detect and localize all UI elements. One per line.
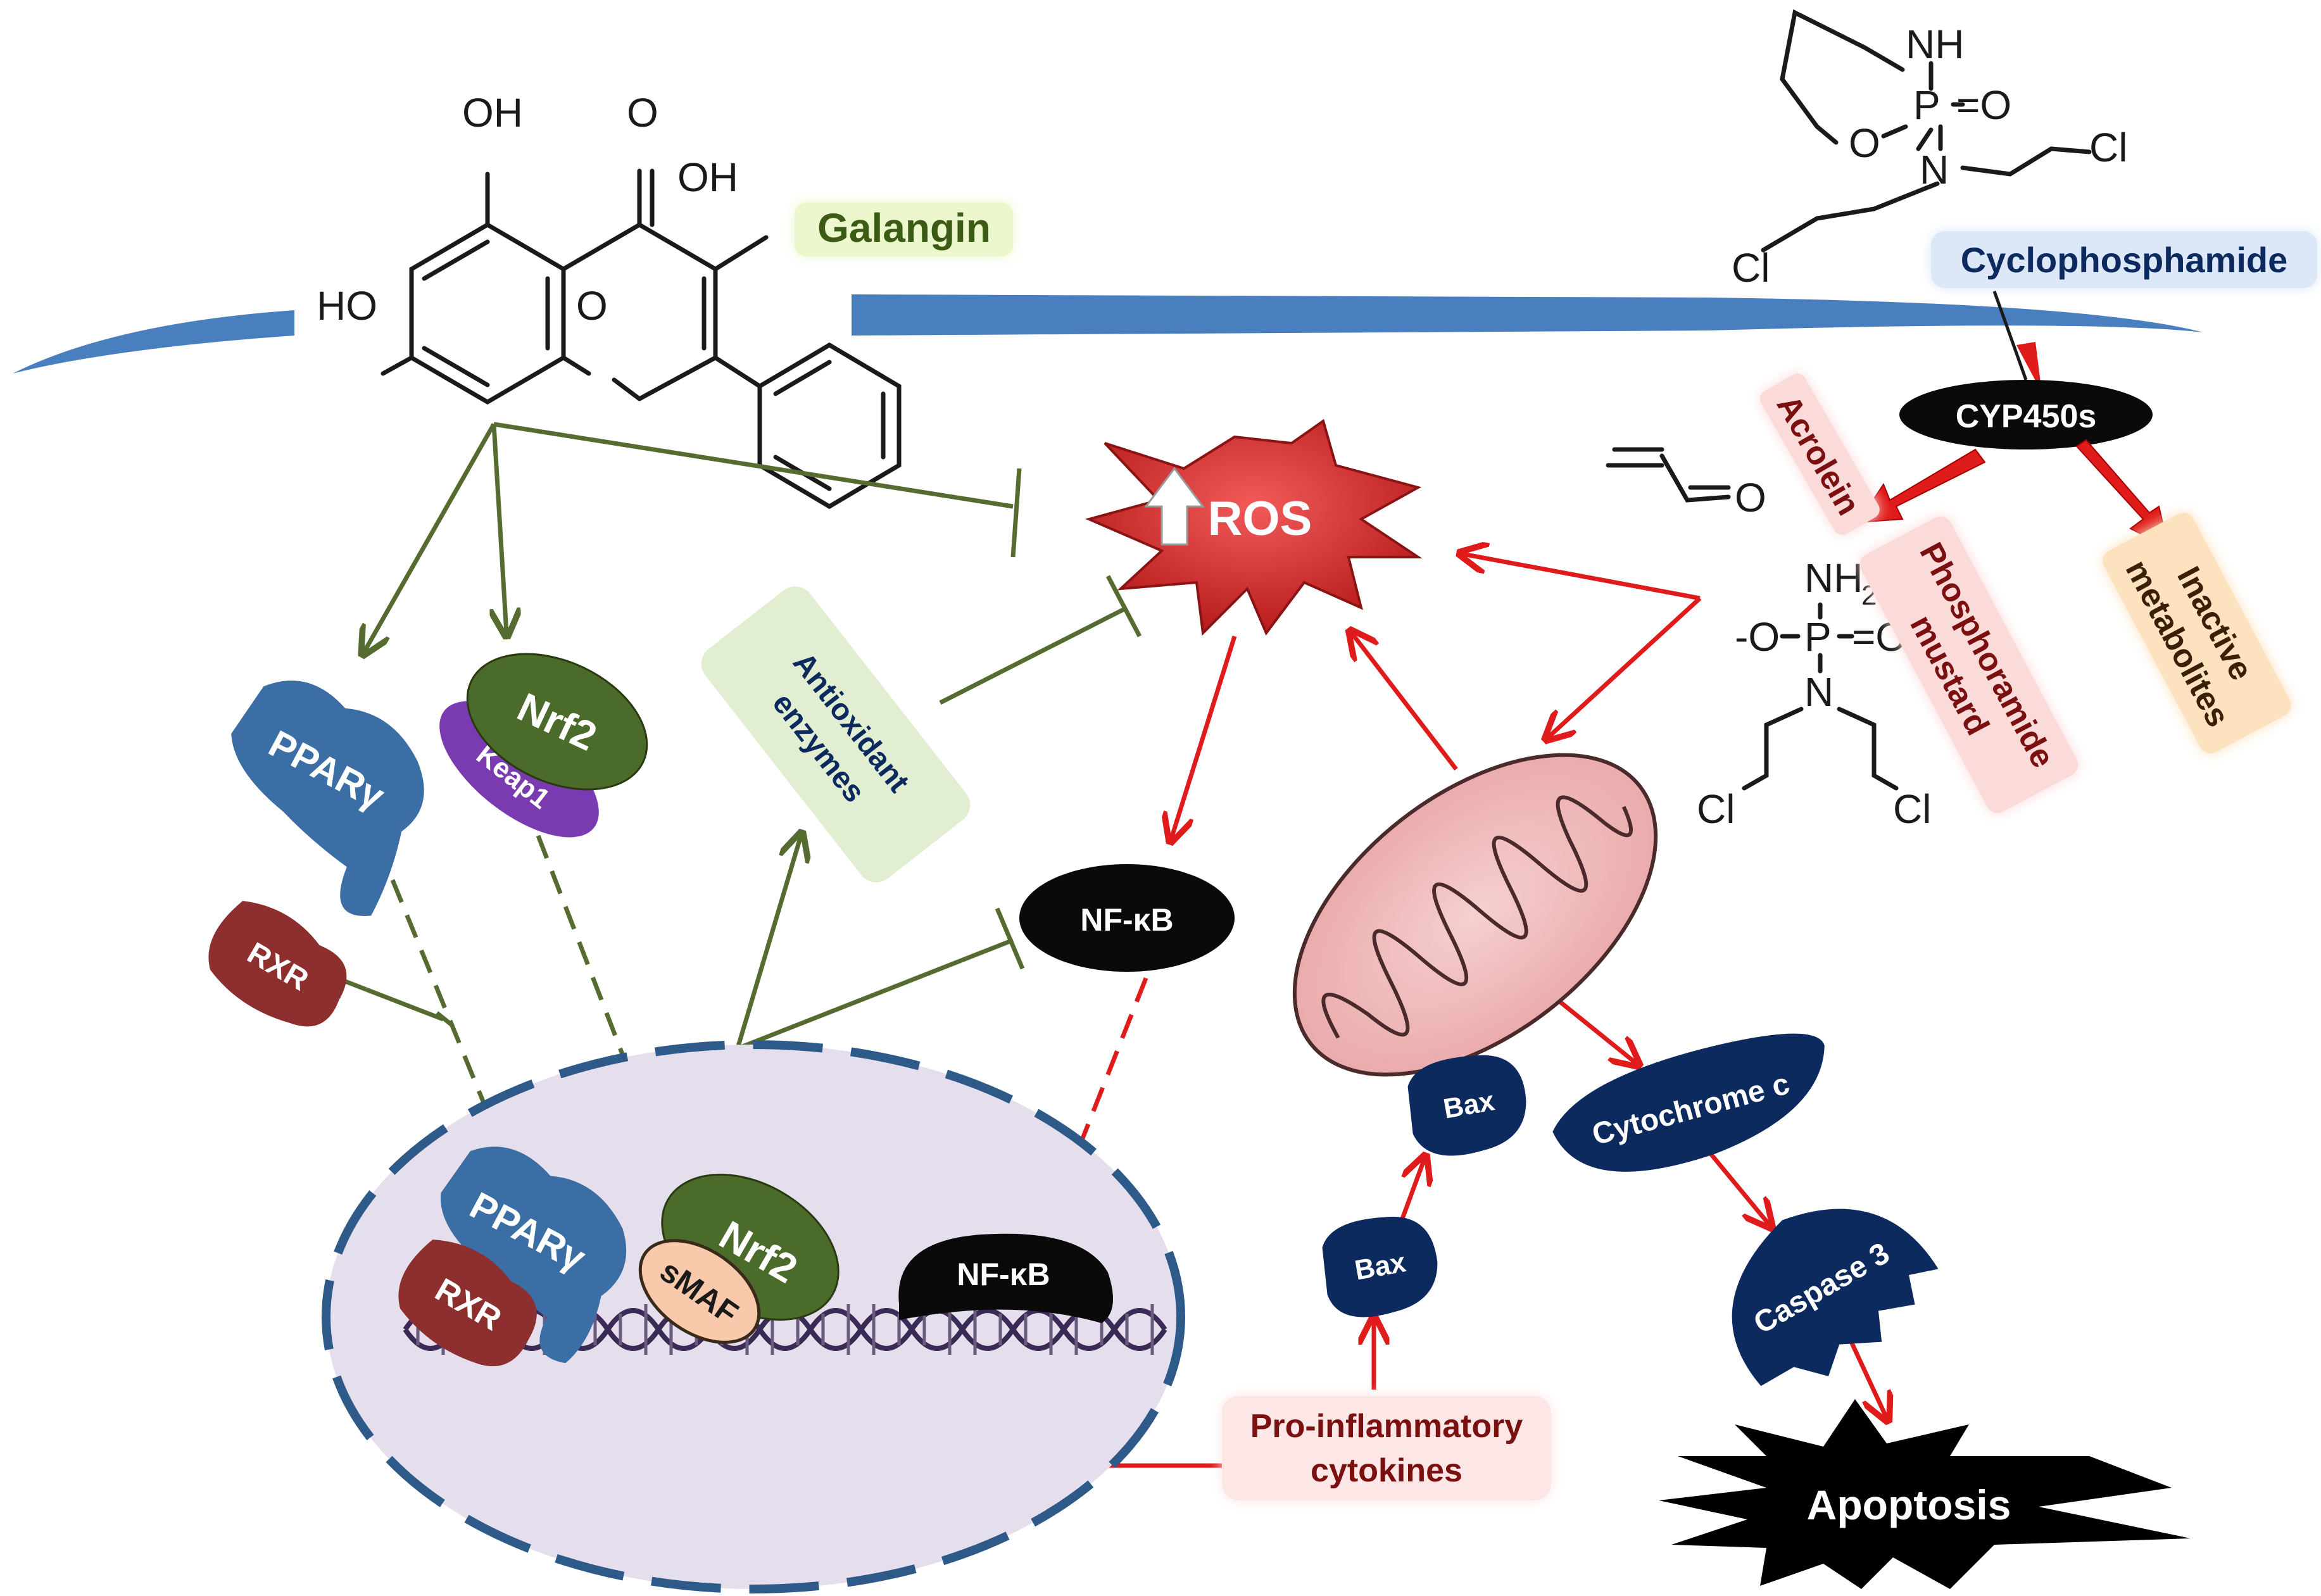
cytochrome-shape — [1552, 1033, 1825, 1172]
atom-p-mustard: P — [1804, 614, 1832, 660]
nfkb-cytoplasm-label: NF-κB — [1080, 902, 1173, 938]
atom-cl-mustard-left: Cl — [1697, 786, 1735, 832]
atom-cl-mustard-right: Cl — [1893, 786, 1931, 832]
atom-o-acrolein: O — [1735, 475, 1766, 520]
nfkb-cytoplasm — [1019, 864, 1235, 972]
atom-cl-left: Cl — [1732, 245, 1770, 291]
cell-membrane-left — [13, 310, 294, 374]
arrow-ros-to-nfkb — [1171, 635, 1237, 839]
mitochondrion-cristae — [1321, 795, 1633, 1039]
atom-cl-right: Cl — [2089, 125, 2127, 170]
rxr-shape — [208, 901, 347, 1027]
cyclophosphamide-label: Cyclophosphamide — [1961, 240, 2288, 280]
arrow-rxr-to-nucleus — [344, 979, 444, 1022]
apoptosis-burst — [1659, 1399, 2191, 1589]
atom-n-mustard: N — [1804, 669, 1834, 715]
apoptosis-label: Apoptosis — [1807, 1481, 2011, 1528]
inhibit-antiox-ros-bar — [1105, 575, 1142, 638]
arrow-nfkb-to-nucleus-dashed — [1045, 977, 1148, 1235]
inhibit-galangin-ros — [493, 422, 1014, 509]
arrow-bax-to-bax — [1400, 1159, 1425, 1220]
atom-o-ring: O — [576, 283, 608, 329]
arrow-galangin-to-nrf2 — [494, 424, 506, 633]
nucleus-rxr-shape — [398, 1240, 537, 1367]
ppar-shape — [231, 680, 424, 916]
nucleus-ppar-shape — [440, 1147, 627, 1364]
inhibit-nucleus-nfkb-bar — [995, 907, 1025, 970]
nrf2-keap1-complex: Keap1 Nrf2 — [439, 653, 648, 838]
atom-oh-top: OH — [462, 90, 523, 135]
cyp450s-label: CYP450s — [1956, 398, 2097, 435]
acrolein-structure — [1606, 447, 1731, 503]
atom-oh-right: OH — [677, 154, 738, 200]
phosphoramide-structure — [1742, 602, 1899, 791]
ros-up-arrow-icon — [1144, 467, 1205, 546]
antioxidant-box — [701, 586, 971, 883]
cytokines-label-line1: Pro-inflammatory — [1250, 1408, 1523, 1445]
cytokines-label-line2: cytokines — [1311, 1452, 1462, 1489]
arrow-cyclo-to-cyp — [1992, 291, 2028, 380]
atom-nh: NH — [1906, 22, 1964, 67]
atom-ho-left: HO — [317, 283, 377, 329]
cyclophosphamide-structure — [1761, 9, 2092, 253]
atom-n-cyclo: N — [1920, 147, 1949, 192]
galangin-label: Galangin — [817, 205, 991, 251]
arrow-mito-to-ros — [1352, 633, 1458, 771]
inhibit-antiox-ros — [939, 605, 1128, 705]
arrow-cytochrome-to-caspase — [1708, 1150, 1770, 1225]
atom-o-carbonyl: O — [627, 90, 658, 135]
smaf-shape — [638, 1239, 761, 1344]
atom-minus-o: -O — [1735, 614, 1780, 660]
arrow-mustard-to-ros — [1462, 554, 1701, 601]
atom-eq-o-cyclo: =O — [1956, 82, 2011, 128]
arrow-galangin-to-ppar — [364, 423, 496, 652]
arrow-cyp-to-acrolein — [1857, 448, 1986, 524]
atom-nh2: NH — [1804, 555, 1863, 601]
inhibit-galangin-ros-bar — [1010, 468, 1022, 558]
cyp450s-ellipse — [1899, 380, 2153, 449]
nucleus-nfkb-label: NF-κB — [957, 1257, 1050, 1292]
inhibit-nucleus-nfkb — [730, 938, 1014, 1053]
atom-p-cyclo: P — [1913, 82, 1940, 128]
ros-label: ROS — [1208, 492, 1312, 546]
bax-mito-shape — [1407, 1055, 1526, 1156]
caspase-shape — [1732, 1209, 1939, 1386]
nucleus-nfkb-shape — [898, 1233, 1113, 1323]
arrow-caspase-to-apoptosis — [1843, 1328, 1887, 1418]
bax-cyto-shape — [1322, 1216, 1438, 1317]
cell-membrane-right — [852, 294, 2203, 336]
atom-o-cyclo: O — [1849, 120, 1880, 166]
arrow-mustard-to-mito — [1548, 596, 1702, 738]
